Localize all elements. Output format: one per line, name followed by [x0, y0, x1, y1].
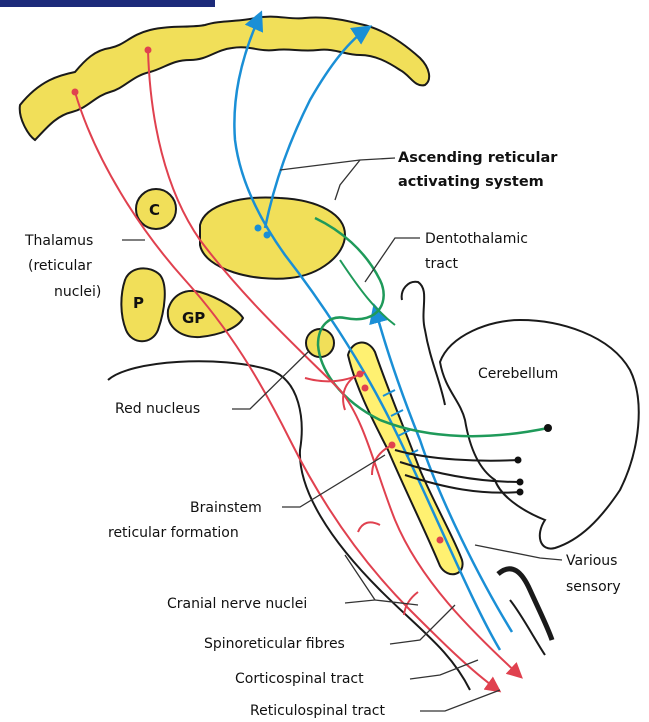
thalamus-label-line2: (reticular: [28, 258, 92, 274]
brainstem-label-line1: Brainstem: [190, 500, 262, 516]
globus-pallidus-label: GP: [182, 309, 205, 327]
spinal-cord-outline: [498, 569, 552, 640]
cortical-origin-dot: [72, 89, 79, 96]
reticulospinal-leader-line: [420, 690, 500, 711]
cerebellar-fibre-end: [517, 489, 524, 496]
cortical-origin-dot: [145, 47, 152, 54]
globus-pallidus: [168, 291, 243, 337]
putamen-label: P: [133, 294, 144, 312]
corticospinal-label-group: Corticospinal tract: [235, 660, 478, 687]
aras-label-line1: Ascending reticular: [398, 150, 558, 166]
thalamic-relay-dot: [255, 225, 262, 232]
aras-leader-line: [280, 158, 395, 170]
dentothalamic-leader-line: [365, 238, 420, 282]
reticulospinal-label-group: Reticulospinal tract: [250, 690, 500, 719]
various-sensory-label-line2: sensory: [566, 579, 621, 595]
dentothalamic-tract-inner: [340, 260, 395, 325]
corticospinal-label: Corticospinal tract: [235, 671, 364, 687]
cranial-nerve-label-group: Cranial nerve nuclei: [167, 555, 418, 612]
brainstem-leader-line: [282, 455, 385, 507]
reticulospinal-label: Reticulospinal tract: [250, 703, 386, 719]
cerebellum-label: Cerebellum: [478, 366, 558, 382]
cranial-nerve-leader-line: [375, 600, 418, 605]
dentothalamic-label-line1: Dentothalamic: [425, 231, 528, 247]
header-bar: [0, 0, 215, 7]
cerebellum: [440, 320, 639, 549]
dentate-nucleus-dot: [544, 424, 552, 432]
dentothalamic-label-line2: tract: [425, 256, 459, 272]
spinoreticular-label: Spinoreticular fibres: [204, 636, 345, 652]
brainstem-label-line2: reticular formation: [108, 525, 239, 541]
corticospinal-leader-line: [410, 660, 478, 679]
thalamus-label-line3: nuclei): [54, 284, 101, 300]
brainstem-label-group: Brainstem reticular formation: [108, 455, 385, 541]
aras-leader-line: [335, 160, 360, 200]
cerebral-cortex: [20, 17, 429, 140]
cerebellar-fibre-end: [517, 479, 524, 486]
dentothalamic-label-group: Dentothalamic tract: [365, 231, 528, 282]
aras-label-group: Ascending reticular activating system: [280, 150, 558, 200]
red-nucleus-label: Red nucleus: [115, 401, 200, 417]
various-sensory-label-group: Various sensory: [475, 545, 621, 595]
aras-label-line2: activating system: [398, 174, 544, 190]
caudate-label: C: [149, 201, 160, 219]
various-sensory-label-line1: Various: [566, 553, 617, 569]
spinoreticular-leader-line: [390, 605, 455, 644]
cerebellar-fibre-end: [515, 457, 522, 464]
thalamus-label-line1: Thalamus: [24, 233, 93, 249]
thalamic-relay-dot: [264, 232, 271, 239]
spinoreticular-label-group: Spinoreticular fibres: [204, 605, 455, 652]
brainstem-outline-right: [402, 282, 445, 405]
cranial-nerve-label: Cranial nerve nuclei: [167, 596, 307, 612]
